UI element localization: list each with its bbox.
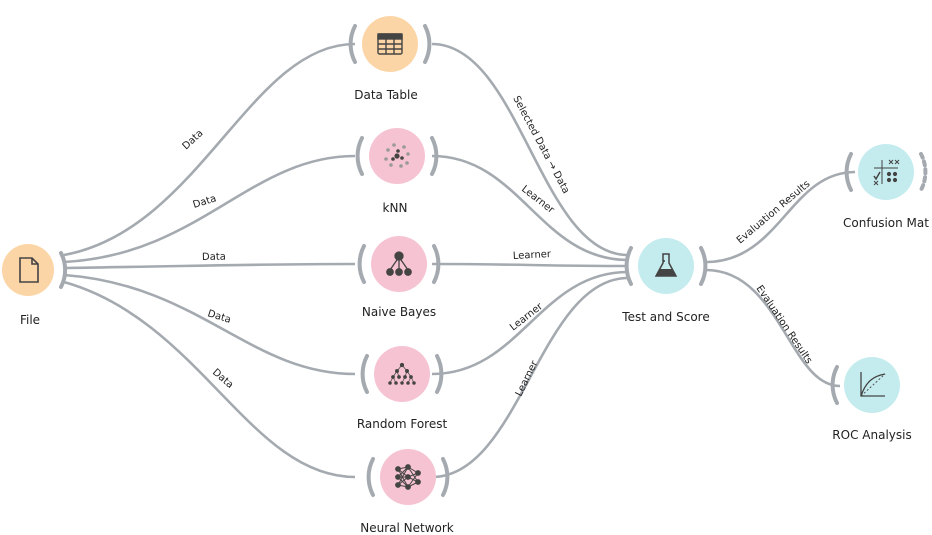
node-test-and-score-circle — [638, 238, 694, 294]
confusion-matrix-icon — [873, 159, 900, 186]
roc-curve-icon — [860, 372, 886, 397]
node-confusion-matrix-output-arc — [919, 152, 928, 192]
node-file-output-arc — [59, 251, 68, 289]
link-label-file-datatable: Data — [181, 128, 206, 152]
node-file-label: File — [20, 313, 40, 327]
node-knn[interactable]: kNN — [355, 128, 439, 215]
link-file-knn[interactable] — [63, 154, 356, 264]
link-testscore-confusion[interactable] — [705, 170, 856, 264]
node-naive-bayes-output-arc — [432, 244, 441, 284]
link-randomforest-testscore[interactable] — [431, 270, 629, 376]
node-random-forest[interactable]: Random Forest — [357, 346, 448, 431]
node-neural-network-label: Neural Network — [360, 521, 454, 535]
link-file-randomforest[interactable] — [63, 273, 356, 376]
link-label-file-knn: Data — [192, 193, 218, 211]
link-label-testscore-confusion: Evaluation Results — [735, 179, 813, 247]
node-naive-bayes[interactable]: Naive Bayes — [357, 236, 441, 319]
node-random-forest-circle — [374, 346, 430, 402]
node-file[interactable]: File — [2, 244, 68, 327]
knn-icon — [384, 143, 410, 168]
link-neuralnetwork-testscore[interactable] — [431, 276, 629, 479]
node-test-and-score[interactable]: Test and Score — [621, 238, 710, 324]
link-label-testscore-roc: Evaluation Results — [754, 284, 815, 366]
node-data-table-label: Data Table — [354, 88, 418, 102]
link-label-datatable-testscore: Selected Data → Data — [510, 94, 571, 195]
node-roc-analysis[interactable]: ROC Analysis — [830, 357, 912, 442]
links — [63, 42, 856, 479]
neural-network-icon — [395, 464, 421, 490]
node-neural-network[interactable]: Neural Network — [360, 449, 454, 535]
link-file-neuralnetwork[interactable] — [63, 280, 356, 479]
node-random-forest-input-arc — [360, 354, 369, 394]
link-label-randomforest-testscore: Learner — [508, 301, 546, 334]
naive-bayes-icon — [386, 251, 412, 276]
table-icon — [377, 33, 403, 55]
node-random-forest-label: Random Forest — [357, 417, 448, 431]
node-knn-input-arc — [355, 136, 364, 176]
node-data-table[interactable]: Data Table — [348, 16, 432, 102]
node-random-forest-output-arc — [435, 354, 444, 394]
file-icon — [19, 257, 39, 283]
node-data-table-output-arc — [423, 24, 432, 64]
link-testscore-roc[interactable] — [705, 268, 841, 388]
link-knn-testscore[interactable] — [431, 154, 629, 262]
link-label-file-naivebayes: Data — [202, 252, 226, 263]
node-neural-network-output-arc — [441, 457, 450, 497]
node-test-and-score-output-arc — [699, 246, 708, 286]
node-roc-analysis-circle — [844, 357, 900, 413]
link-label-neuralnetwork-testscore: Learner — [514, 358, 541, 398]
node-confusion-matrix[interactable]: Confusion Mat — [843, 144, 929, 230]
link-file-datatable[interactable] — [63, 42, 356, 257]
link-datatable-testscore[interactable] — [431, 42, 629, 257]
node-knn-label: kNN — [383, 201, 408, 215]
node-file-circle — [2, 244, 54, 296]
flask-icon — [654, 253, 678, 277]
node-confusion-matrix-label: Confusion Mat — [843, 216, 929, 230]
node-test-and-score-label: Test and Score — [621, 310, 709, 324]
node-data-table-input-arc — [348, 24, 357, 64]
node-roc-analysis-input-arc — [830, 365, 839, 405]
link-label-naivebayes-testscore: Learner — [513, 249, 553, 262]
node-knn-output-arc — [430, 136, 439, 176]
random-forest-icon — [388, 362, 416, 385]
node-neural-network-input-arc — [366, 457, 375, 497]
node-naive-bayes-label: Naive Bayes — [362, 305, 436, 319]
node-confusion-matrix-input-arc — [844, 152, 853, 192]
link-file-naivebayes[interactable] — [63, 262, 356, 270]
link-naivebayes-testscore[interactable] — [431, 262, 629, 268]
node-confusion-matrix-circle — [858, 144, 914, 200]
node-roc-analysis-label: ROC Analysis — [832, 428, 911, 442]
node-test-and-score-input-arc — [624, 246, 633, 286]
node-naive-bayes-input-arc — [357, 244, 366, 284]
